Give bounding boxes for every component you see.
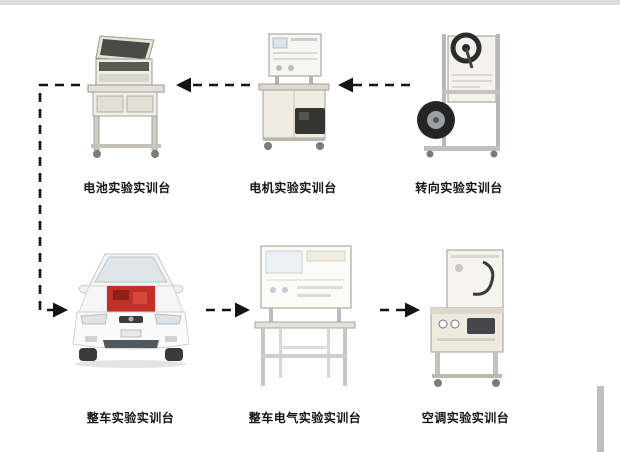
motor-unit [294, 108, 325, 134]
ac-bench-label: 空调实验实训台 [421, 411, 510, 425]
windshield [94, 256, 168, 283]
right-edge-scrollbar-fragment [597, 386, 604, 452]
caster-wheel [433, 379, 442, 387]
steering-wheel-icon [450, 32, 482, 64]
station-ac-bench: 空调实验实训台 [398, 248, 533, 426]
headlight [154, 313, 182, 325]
caster-wheel [491, 379, 500, 387]
steering-bench-label: 转向实验实训台 [415, 181, 503, 195]
battery-compartment [99, 62, 149, 71]
gauge [450, 319, 459, 329]
caster-wheel [151, 150, 159, 158]
back-panel [446, 249, 503, 309]
vehicle-electrical-bench-label: 整车电气实验实训台 [248, 411, 362, 425]
caster-wheel [490, 150, 498, 158]
refrigerant-hose [472, 260, 494, 296]
ac-bench-photo-icon [430, 249, 503, 387]
window-top-edge [0, 0, 620, 5]
front-wheel [165, 348, 183, 361]
compressor-unit [466, 318, 495, 334]
headlight [80, 313, 108, 325]
vehicle-bench-label: 整车实验实训台 [86, 411, 175, 425]
motor-bench-photo-icon [258, 33, 329, 150]
station-motor-bench: 电机实验实训台 [228, 32, 358, 196]
station-steering-bench: 转向实验实训台 [394, 32, 524, 196]
gauge [438, 319, 447, 329]
caster-wheel [315, 142, 324, 150]
license-plate [120, 329, 142, 338]
electrical-bench-photo-icon [254, 245, 355, 386]
station-vehicle-bench: 整车实验实训台 [58, 248, 203, 426]
caster-wheel [426, 150, 434, 158]
station-battery-bench: 电池实验实训台 [58, 32, 196, 196]
station-vehicle-electrical-bench: 整车电气实验实训台 [240, 242, 370, 426]
battery-bench-label: 电池实验实训台 [83, 181, 171, 195]
motor-bench-label: 电机实验实训台 [249, 181, 337, 195]
caster-wheel [93, 150, 101, 158]
front-wheel [79, 348, 97, 361]
battery-bench-photo-icon [87, 35, 165, 158]
caster-wheel [263, 142, 272, 150]
car-photo-icon [72, 253, 190, 368]
steering-bench-photo-icon [417, 32, 500, 158]
